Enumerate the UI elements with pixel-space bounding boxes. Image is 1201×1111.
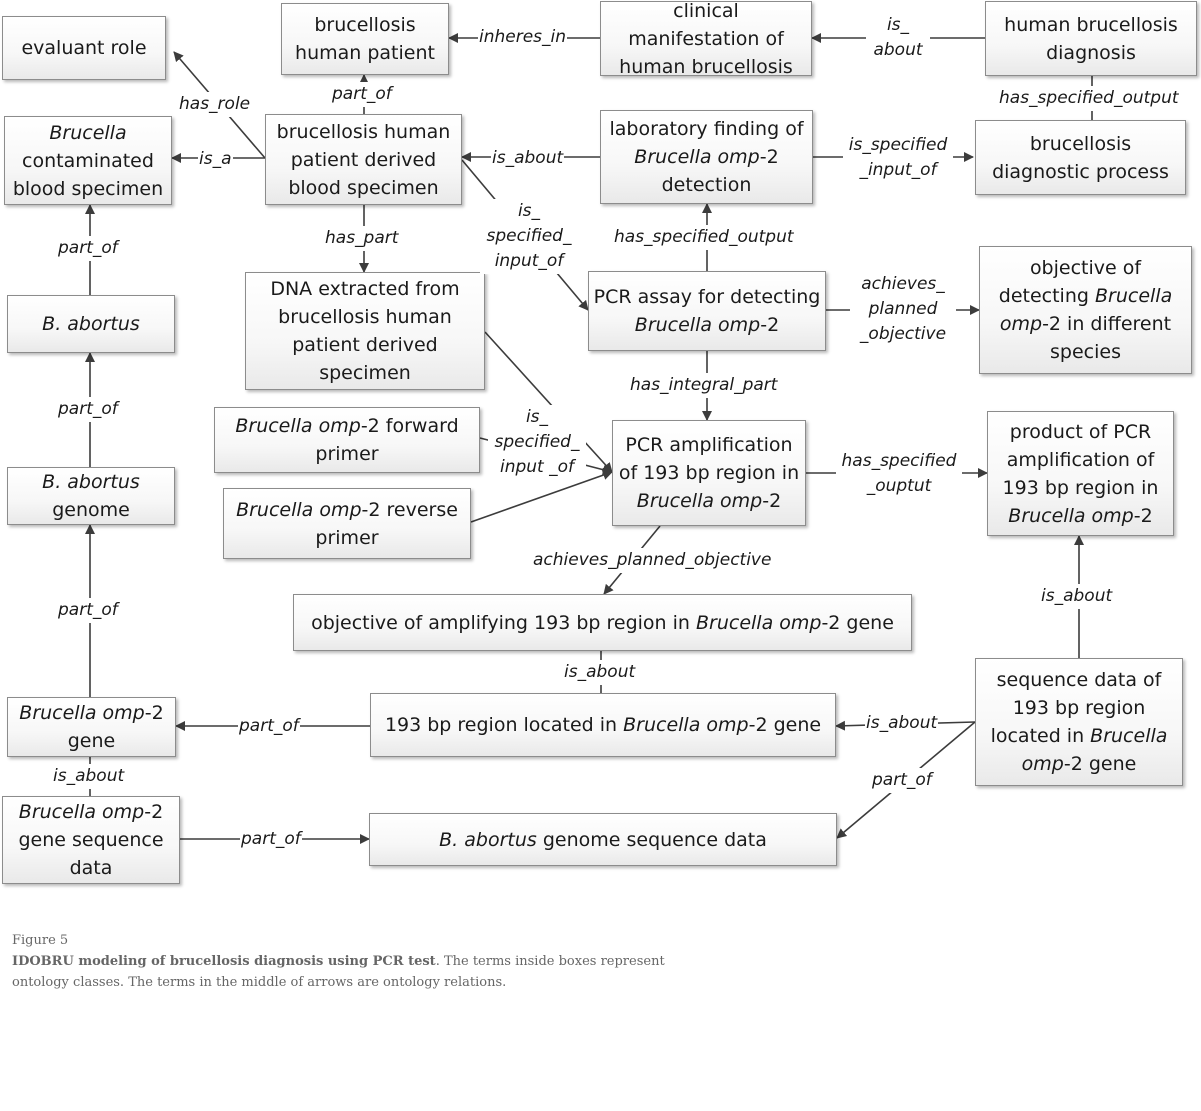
label-inheres-in: inheres_in [478, 25, 568, 50]
caption-title: IDOBRU modeling of brucellosis diagnosis… [12, 954, 436, 969]
node-label: Brucella omp-2 gene [19, 702, 164, 752]
node-evaluant-role: evaluant role [2, 16, 166, 80]
node-label: objective of detecting Brucella omp-2 in… [998, 257, 1173, 363]
node-pcr-product: product of PCR amplification of 193 bp r… [987, 411, 1174, 536]
node-forward-primer: Brucella omp-2 forward primer [214, 407, 480, 473]
label-is-specified-input-of-amp: is_ specified_ input _of [488, 405, 586, 480]
node-objective-amplifying: objective of amplifying 193 bp region in… [293, 594, 912, 651]
label-has-role: has_role [178, 92, 252, 117]
node-pcr-assay: PCR assay for detecting Brucella omp-2 [588, 271, 826, 351]
node-label: brucellosis human patient [295, 14, 435, 64]
node-label: B. abortus genome [42, 471, 140, 521]
figure-label: Figure 5 [12, 933, 69, 948]
label-part-of-seq-genomeseq: part_of [871, 768, 933, 793]
label-has-specified-ouptut: has_specified _ouptut [836, 449, 962, 499]
node-omp2-gene: Brucella omp-2 gene [7, 697, 176, 757]
label-is-about-product: is_about [1040, 584, 1114, 609]
label-part-of-blood-bhp: part_of [331, 82, 393, 107]
node-label: Brucella omp-2 gene sequence data [18, 801, 164, 879]
label-has-specified-output-pcr: has_specified_output [613, 225, 795, 250]
label-is-about-labfind: is_about [491, 146, 565, 171]
figure-caption: Figure 5 IDOBRU modeling of brucellosis … [12, 931, 672, 993]
node-diagnostic-process: brucellosis diagnostic process [975, 120, 1186, 195]
label-has-specified-output-diag: has_specified_output [998, 86, 1180, 111]
node-label: B. abortus genome sequence data [439, 828, 767, 851]
node-label: product of PCR amplification of 193 bp r… [1002, 420, 1159, 527]
node-patient-blood-specimen: brucellosis human patient derived blood … [265, 114, 462, 205]
caption-text: IDOBRU modeling of brucellosis diagnosis… [12, 951, 672, 993]
node-label: objective of amplifying 193 bp region in… [311, 611, 894, 634]
node-label: human brucellosis diagnosis [1004, 13, 1178, 64]
node-label: DNA extracted from brucellosis human pat… [270, 278, 460, 384]
node-label: B. abortus [42, 313, 140, 335]
node-label: PCR assay for detecting Brucella omp-2 [593, 286, 821, 336]
node-contaminated-blood-specimen: Brucella contaminated blood specimen [4, 116, 172, 205]
label-part-of-babortus-contam: part_of [57, 236, 119, 261]
node-label: brucellosis diagnostic process [992, 132, 1169, 183]
node-label: sequence data of 193 bp region located i… [990, 669, 1168, 775]
node-clinical-manifestation: clinical manifestation of human brucello… [600, 0, 812, 78]
label-is-specified-input-of-pcrassay: is_ specified_ input_of [480, 199, 578, 274]
node-label: Brucella omp-2 forward primer [235, 415, 459, 465]
node-label: laboratory finding of Brucella omp-2 det… [609, 118, 804, 196]
node-pcr-amplification: PCR amplification of 193 bp region in Br… [612, 420, 806, 526]
label-achieves-planned-objective-detect: achieves_ planned _objective [850, 272, 956, 347]
node-genome-sequence-data: B. abortus genome sequence data [369, 813, 837, 866]
node-laboratory-finding: laboratory finding of Brucella omp-2 det… [600, 110, 813, 204]
edge-rev-to-amp [470, 470, 613, 523]
node-b-abortus-genome: B. abortus genome [7, 467, 175, 525]
node-label: clinical manifestation of human brucello… [619, 0, 793, 78]
node-b-abortus: B. abortus [7, 295, 175, 353]
node-label: PCR amplification of 193 bp region in Br… [618, 434, 800, 512]
node-label: 193 bp region located in Brucella omp-2 … [384, 714, 822, 736]
label-is-about-hbd: is_ about [866, 13, 930, 63]
node-193bp-region: 193 bp region located in Brucella omp-2 … [370, 693, 836, 757]
label-is-about-region: is_about [563, 660, 637, 685]
label-part-of-genome-babortus: part_of [57, 397, 119, 422]
label-is-about-seq-region: is_about [865, 711, 939, 736]
node-objective-detecting: objective of detecting Brucella omp-2 in… [979, 246, 1192, 374]
label-achieves-planned-objective-amp: achieves_planned_objective [532, 548, 773, 573]
label-is-specified-input-of-diag: is_specified _input_of [843, 133, 953, 183]
label-is-about-geneseq-gene: is_about [52, 764, 126, 789]
label-part-of-geneseq-genomeseq: part_of [240, 827, 302, 852]
node-brucellosis-human-patient: brucellosis human patient [281, 3, 449, 75]
node-label: brucellosis human patient derived blood … [276, 120, 451, 199]
label-is-a: is_a [198, 147, 233, 172]
node-dna-extracted: DNA extracted from brucellosis human pat… [245, 272, 485, 390]
label-part-of-region-gene: part_of [238, 714, 300, 739]
label-has-part: has_part [324, 226, 400, 251]
node-gene-sequence-data: Brucella omp-2 gene sequence data [2, 796, 180, 884]
node-label: Brucella contaminated blood specimen [12, 121, 164, 200]
node-human-brucellosis-diagnosis: human brucellosis diagnosis [985, 1, 1197, 76]
label-has-integral-part: has_integral_part [629, 373, 779, 398]
node-label: Brucella omp-2 reverse primer [236, 498, 458, 549]
node-reverse-primer: Brucella omp-2 reverse primer [223, 488, 471, 559]
node-sequence-data: sequence data of 193 bp region located i… [975, 658, 1183, 786]
edge-dna-to-amp [484, 331, 613, 473]
label-part-of-gene-genome: part_of [57, 598, 119, 623]
node-label: evaluant role [21, 37, 147, 59]
caption-body: . The terms inside boxes represent ontol… [12, 954, 665, 990]
